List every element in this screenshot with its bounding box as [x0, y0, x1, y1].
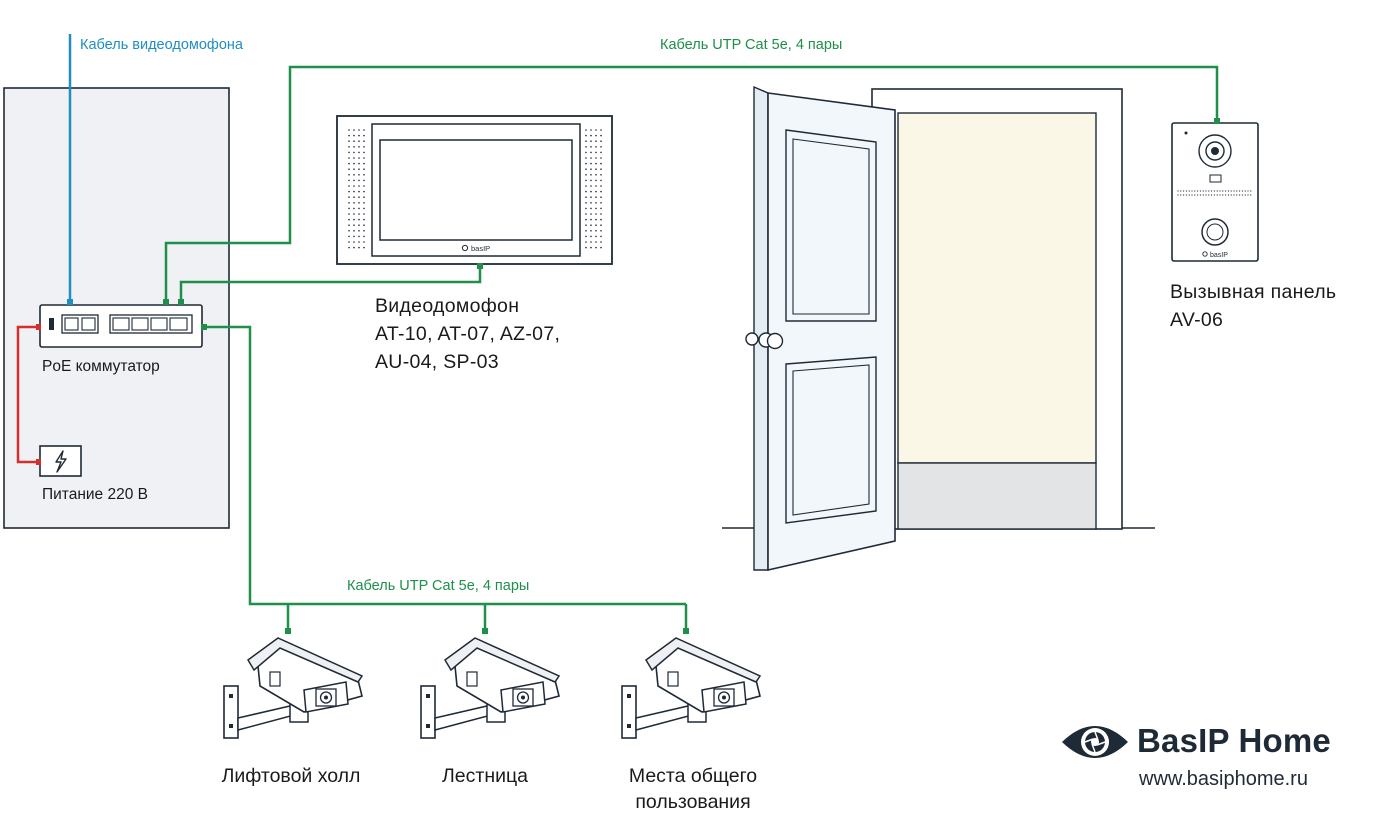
video-monitor: basIP: [336, 115, 613, 265]
rj45-port-icon: [81, 317, 96, 331]
utp-cable-label-top: Кабель UTP Cat 5e, 4 пары: [660, 37, 843, 53]
panel-brand: basIP: [1210, 252, 1228, 259]
monitor-models-line1: AT-10, AT-07, AZ-07,: [375, 323, 561, 345]
power-supply: [39, 445, 82, 477]
call-panel-title: Вызывная панель: [1170, 281, 1337, 303]
eye-logo-icon: [1062, 726, 1128, 758]
rj45-port-icon: [150, 317, 168, 331]
doorway: [897, 112, 1097, 464]
monitor-brand: basIP: [471, 244, 490, 253]
rj45-port-icon: [131, 317, 149, 331]
speaker-grille-left: [348, 129, 365, 249]
call-button: [1201, 218, 1229, 246]
camera-label-lift-hall: Лифтовой холл: [221, 765, 361, 787]
call-panel: basIP: [1171, 122, 1259, 262]
call-panel-model: AV-06: [1170, 309, 1224, 331]
call-panel-label: Вызывная панель AV-06: [1170, 278, 1336, 334]
speaker-grille-right: [585, 129, 602, 249]
monitor-title: Видеодомофон: [375, 295, 520, 317]
door-leaf: [753, 85, 769, 571]
camera-label-stairs: Лестница: [442, 765, 528, 787]
floor: [897, 462, 1097, 530]
lightning-icon: [55, 450, 67, 473]
camera-icon: [621, 637, 761, 739]
door-panel-bottom: [785, 356, 877, 524]
power-cable: [16, 325, 40, 464]
utp-cable-label-bottom: Кабель UTP Cat 5e, 4 пары: [347, 578, 530, 594]
poe-switch: [39, 304, 203, 348]
camera-icon: [223, 637, 363, 739]
rj45-port-icon: [169, 317, 188, 331]
rj45-port-icon: [64, 317, 79, 331]
intercom-cable-label: Кабель видеодомофона: [80, 37, 243, 53]
brand-url[interactable]: www.basiphome.ru: [1139, 768, 1308, 790]
utp-cable-to-monitor: [179, 266, 482, 304]
brand-name: BasIP Home: [1137, 722, 1331, 759]
power-label: Питание 220 В: [42, 486, 148, 503]
door-panel-top: [785, 129, 877, 322]
door: [722, 85, 1155, 572]
door-knob: [745, 332, 784, 350]
panel-speaker-grille: [1177, 190, 1252, 196]
rj45-port-icon: [112, 317, 130, 331]
camera-icon: [420, 637, 560, 739]
utp-cable-to-cameras: [203, 325, 686, 606]
utp-cable-to-panel: [164, 65, 1219, 304]
poe-switch-label: PoE коммутатор: [42, 358, 160, 375]
camera-label-common-areas: Места общего пользования: [628, 765, 758, 813]
monitor-models-line2: AU-04, SP-03: [375, 351, 499, 373]
monitor-label: Видеодомофон AT-10, AT-07, AZ-07, AU-04,…: [375, 292, 560, 376]
